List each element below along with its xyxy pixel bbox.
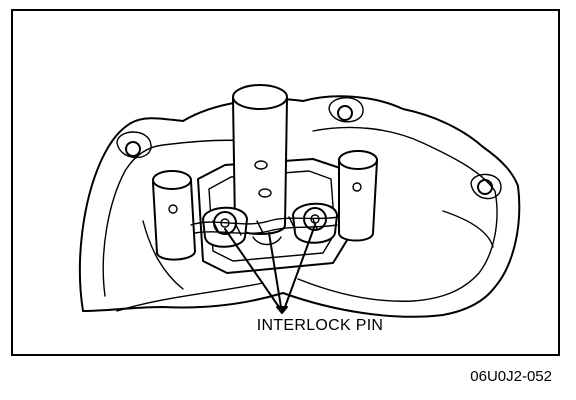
figure-code: 06U0J2-052: [470, 368, 552, 385]
bolt-boss: [116, 131, 152, 159]
case-flange-line: [102, 126, 498, 302]
case-lower-edge: [116, 220, 264, 312]
callout-label: INTERLOCK PIN: [256, 317, 384, 334]
bolt-hole: [477, 179, 493, 195]
shift-rail-right-top: [338, 150, 378, 170]
leader-apex: [276, 306, 288, 314]
leader-line: [284, 224, 316, 308]
bolt-hole: [337, 105, 353, 121]
center-recess: [252, 236, 282, 246]
leader-line: [268, 232, 282, 308]
bolt-boss: [470, 173, 502, 200]
transmission-case-drawing: [78, 84, 521, 318]
plunger-hatch: [212, 216, 318, 236]
case-rib: [442, 210, 494, 248]
shift-rail-left-top: [152, 170, 192, 190]
leader-line: [224, 228, 280, 308]
interlock-plunger: [190, 216, 340, 226]
bolt-hole: [125, 141, 141, 157]
shift-rail-center-hole: [258, 188, 272, 198]
shift-rail-center-hole: [254, 160, 268, 170]
figure-frame: INTERLOCK PIN: [11, 9, 560, 356]
bolt-boss: [328, 97, 364, 123]
shift-rail-right-hole: [352, 182, 362, 192]
shift-rail-left-hole: [168, 204, 178, 214]
shift-rail-center-top: [232, 84, 288, 110]
